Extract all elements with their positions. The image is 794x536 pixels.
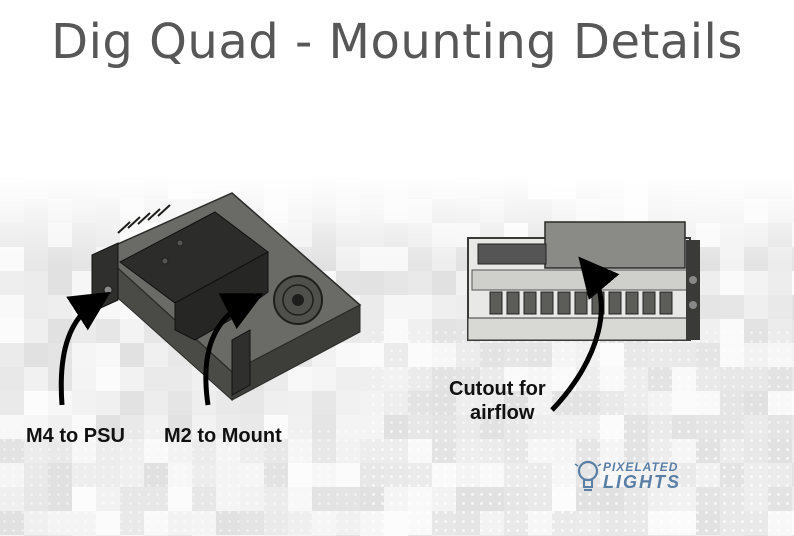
brand-line1: PIXELATED — [603, 460, 679, 474]
lightbulb-icon — [574, 460, 602, 491]
label-m4-to-psu: M4 to PSU — [26, 425, 125, 447]
label-m2-to-mount: M2 to Mount — [164, 425, 282, 447]
label-cutout-line1: Cutout for — [449, 378, 546, 400]
page-title: Dig Quad - Mounting Details — [51, 14, 743, 70]
arrow-m4 — [58, 291, 111, 406]
dig-quad-psu-assembly — [91, 192, 362, 402]
pixelated-lights-logo: PIXELATED LIGHTS — [573, 458, 713, 494]
label-cutout-line2: airflow — [470, 402, 535, 424]
arrow-m2 — [203, 293, 264, 406]
dig-quad-side-view — [467, 221, 700, 341]
brand-line2: LIGHTS — [603, 472, 681, 492]
arrow-cutout — [550, 256, 620, 412]
